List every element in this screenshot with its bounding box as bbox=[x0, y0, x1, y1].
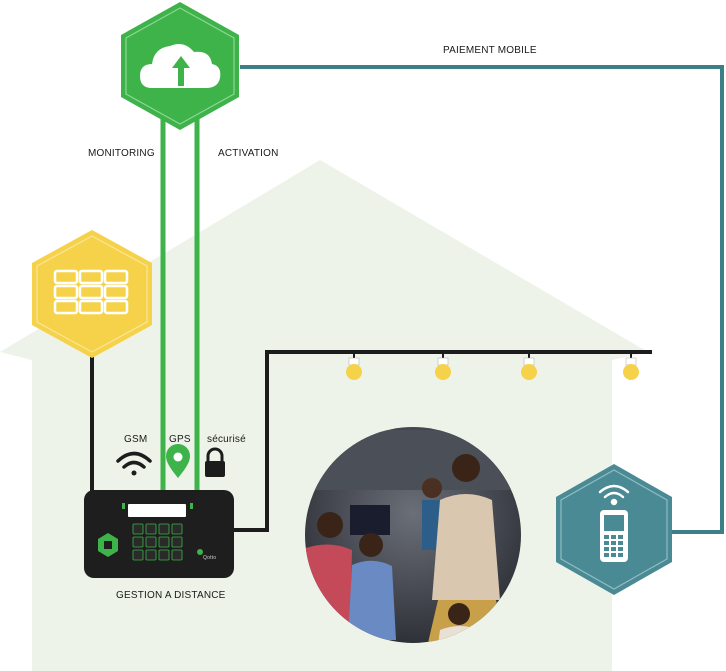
light-bulb-icon bbox=[435, 352, 451, 380]
gsm-label: GSM bbox=[124, 434, 148, 445]
lighting-wire bbox=[234, 350, 652, 532]
solar-hexagon bbox=[32, 230, 152, 358]
paiement-mobile-label: PAIEMENT MOBILE bbox=[443, 45, 537, 56]
qotto-logo-icon bbox=[98, 533, 118, 557]
cloud-hexagon bbox=[121, 2, 239, 130]
lock-icon bbox=[205, 447, 225, 477]
light-bulb-icon bbox=[521, 352, 537, 380]
mobile-phone-icon bbox=[600, 510, 628, 562]
gestion-label: GESTION A DISTANCE bbox=[116, 590, 226, 601]
light-bulb-icon bbox=[623, 352, 639, 380]
activation-label: ACTIVATION bbox=[218, 148, 279, 159]
controller-device bbox=[84, 490, 234, 578]
cloud-upload-icon bbox=[140, 44, 221, 88]
wifi-signal-icon bbox=[598, 484, 630, 506]
brand-label: Qotto bbox=[203, 555, 217, 561]
phone-hexagon bbox=[556, 464, 672, 595]
mobile-payment-line bbox=[240, 65, 724, 534]
keypad bbox=[132, 523, 183, 561]
light-bulb-icon bbox=[346, 352, 362, 380]
wifi-icon bbox=[116, 451, 152, 476]
securise-label: sécurisé bbox=[207, 434, 246, 445]
gps-label: GPS bbox=[169, 434, 191, 445]
brand-dot-icon bbox=[197, 549, 203, 555]
gps-pin-icon bbox=[166, 444, 190, 478]
monitoring-label: MONITORING bbox=[88, 148, 155, 159]
solar-panel-icon bbox=[53, 269, 129, 315]
